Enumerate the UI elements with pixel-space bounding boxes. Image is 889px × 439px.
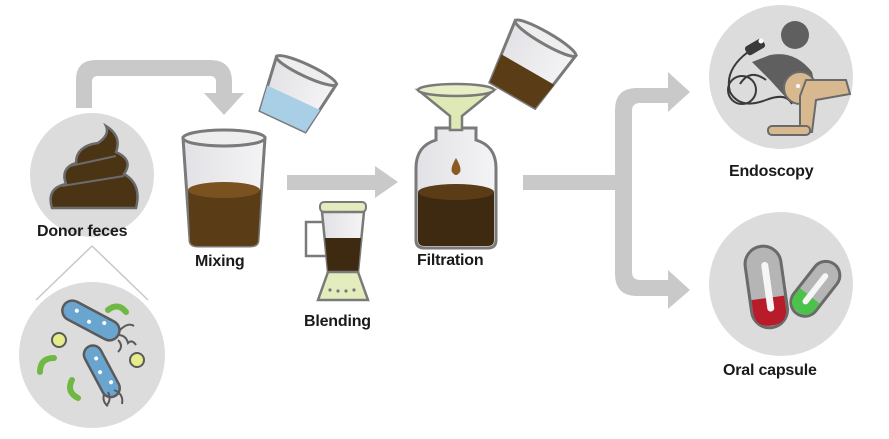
- funnel-icon: [414, 82, 498, 132]
- water-cup-icon: [258, 54, 339, 134]
- step-label-donor-feces: Donor feces: [37, 223, 128, 240]
- arrow-donor-to-mixing: [76, 60, 244, 115]
- stool-icon: [49, 122, 139, 210]
- drop-icon: [451, 158, 461, 175]
- mixing-glass-icon: [181, 128, 267, 248]
- arrow-mixing-to-filtration: [287, 166, 398, 198]
- endoscopy-illustration: [709, 5, 853, 149]
- step-label-blending: Blending: [304, 313, 371, 330]
- step-label-filtration: Filtration: [417, 252, 484, 269]
- arrow-filtration-branch: [523, 72, 690, 309]
- filtration-bottle-icon: [414, 126, 498, 250]
- step-label-mixing: Mixing: [195, 253, 245, 270]
- step-label-oral-capsule: Oral capsule: [723, 362, 817, 379]
- pouring-cup-icon: [488, 18, 579, 111]
- oral-capsule-illustration: [709, 212, 853, 356]
- step-label-endoscopy: Endoscopy: [729, 163, 814, 180]
- gut-bacteria-illustration: [19, 282, 165, 428]
- blender-icon: [304, 201, 370, 302]
- donor-feces-illustration: [30, 113, 154, 237]
